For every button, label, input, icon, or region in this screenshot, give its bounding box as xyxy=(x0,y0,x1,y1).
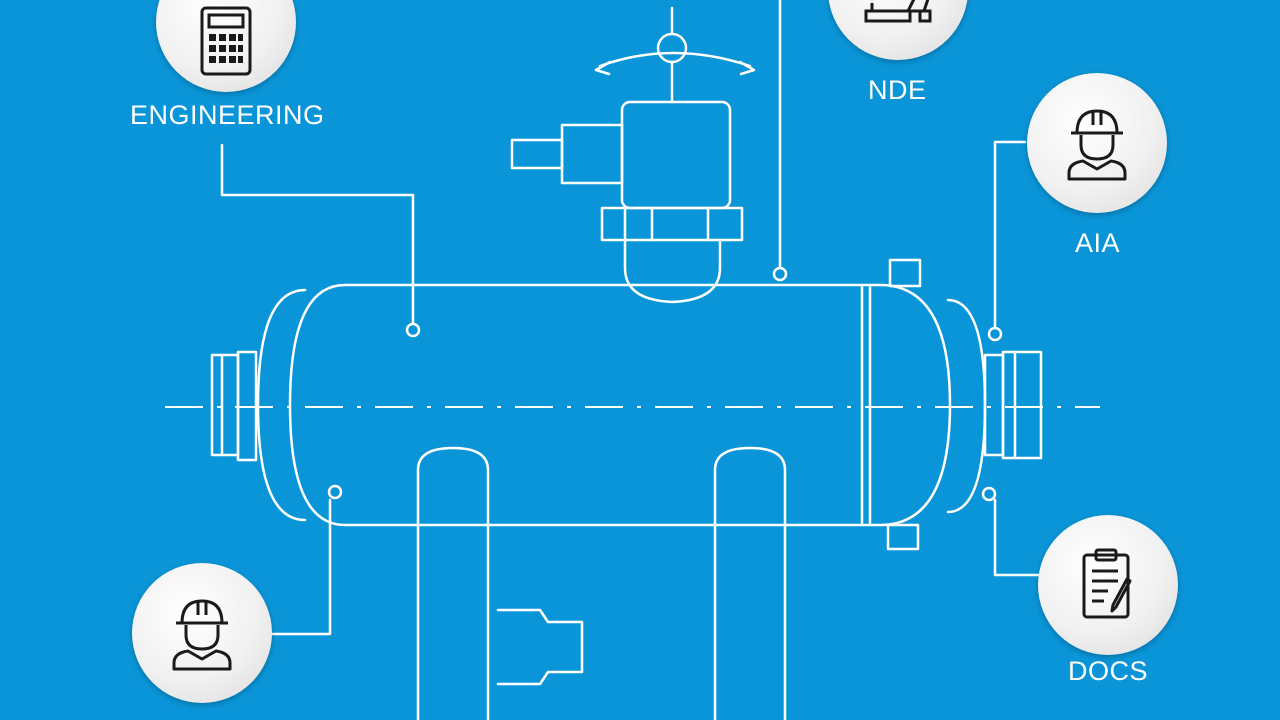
nde-connection-point xyxy=(772,266,788,282)
hard-hat-worker-icon xyxy=(172,599,232,671)
arrow-right xyxy=(738,60,756,76)
left-nozzle xyxy=(210,353,240,457)
right-nozzle xyxy=(1001,350,1043,460)
hard-hat-worker-icon xyxy=(1067,109,1127,181)
right-support-leg xyxy=(713,446,787,720)
inspector-badge xyxy=(132,563,272,703)
left-head-ring xyxy=(256,288,307,522)
right-flange xyxy=(983,353,1005,457)
aia-label: AIA xyxy=(1075,228,1121,258)
clipboard-icon xyxy=(1082,548,1132,619)
top-right-nozzle xyxy=(888,258,922,288)
inspection-probe-icon xyxy=(864,0,932,23)
vessel-shell xyxy=(288,283,952,527)
bottom-right-nozzle xyxy=(886,523,920,551)
docs-connection-point xyxy=(981,486,997,502)
valve-collar xyxy=(600,206,744,242)
engineering-leader xyxy=(220,143,415,325)
docs-label: DOCS xyxy=(1068,656,1149,686)
valve-body xyxy=(620,100,732,210)
valve-rotation-arc xyxy=(598,51,752,68)
bottom-pipe-fitting xyxy=(496,608,584,686)
docs-badge xyxy=(1038,515,1178,655)
valve-actuator-arm xyxy=(560,123,624,185)
inspector-leader xyxy=(270,498,332,636)
engineering-connection-point xyxy=(405,322,421,338)
inspector-connection-point xyxy=(327,484,343,500)
arrow-left xyxy=(594,60,612,76)
valve-handwheel-hub xyxy=(656,32,688,64)
aia-connection-point xyxy=(987,326,1003,342)
valve-neck xyxy=(623,238,722,304)
aia-badge xyxy=(1027,73,1167,213)
aia-leader xyxy=(993,140,1027,328)
left-support-leg xyxy=(416,446,490,720)
nde-label: NDE xyxy=(868,75,927,105)
valve-outlet xyxy=(510,138,564,170)
calculator-icon xyxy=(200,6,252,76)
docs-leader xyxy=(993,498,1042,577)
engineering-label: ENGINEERING xyxy=(130,100,325,130)
